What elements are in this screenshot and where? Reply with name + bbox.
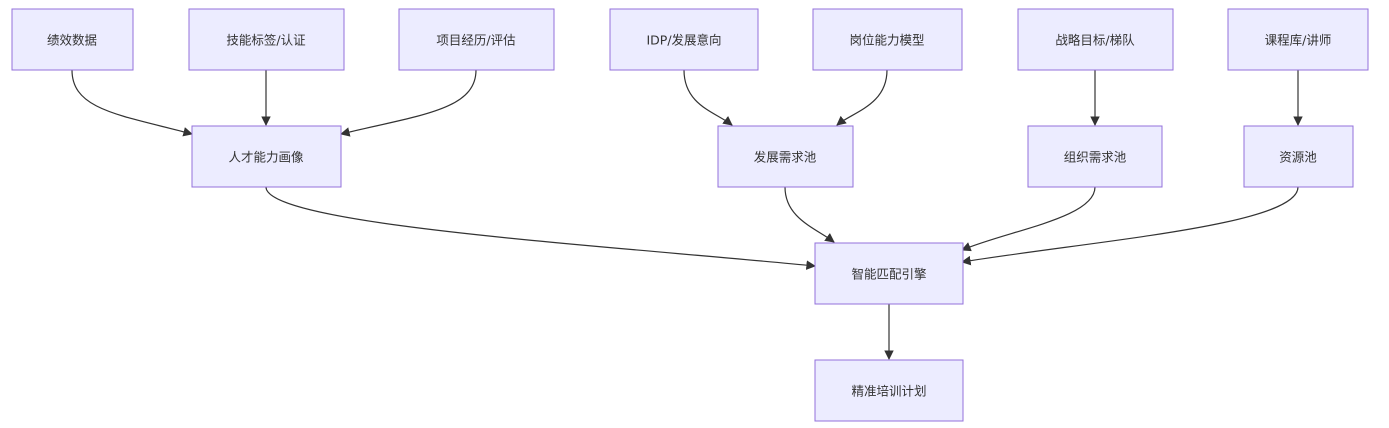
node-matching-engine-label: 智能匹配引擎 [851,267,926,282]
node-resource-pool[interactable]: 资源池 [1243,125,1354,188]
node-matching-engine[interactable]: 智能匹配引擎 [814,242,964,305]
node-strategy[interactable]: 战略目标/梯队 [1017,8,1174,71]
edge-dev-pool-to-engine [784,186,835,243]
node-idp[interactable]: IDP/发展意向 [609,8,759,71]
node-talent-portrait-label: 人才能力画像 [228,150,304,165]
node-performance-label: 绩效数据 [47,33,97,48]
edge-talent-portrait-to-engine [265,186,816,270]
node-courses[interactable]: 课程库/讲师 [1227,8,1369,71]
node-projects-label: 项目经历/评估 [436,33,515,48]
node-job-model-label: 岗位能力模型 [849,33,924,48]
node-strategy-label: 战略目标/梯队 [1055,33,1135,48]
node-idp-label: IDP/发展意向 [646,33,721,48]
node-dev-pool[interactable]: 发展需求池 [717,125,854,188]
edge-resource-pool-to-engine [961,186,1299,266]
node-training-plan[interactable]: 精准培训计划 [814,359,964,422]
node-dev-pool-label: 发展需求池 [754,150,817,165]
node-org-pool-label: 组织需求池 [1064,150,1127,165]
node-job-model[interactable]: 岗位能力模型 [812,8,963,71]
node-projects[interactable]: 项目经历/评估 [398,8,555,71]
node-skills-label: 技能标签/认证 [226,33,306,48]
node-courses-label: 课程库/讲师 [1265,33,1332,48]
node-resource-pool-label: 资源池 [1279,150,1317,165]
node-performance[interactable]: 绩效数据 [11,8,134,71]
edge-performance-to-talent-portrait [71,69,193,137]
edge-org-pool-to-engine [961,186,1096,252]
node-training-plan-label: 精准培训计划 [851,384,926,399]
edges-group [71,69,1303,360]
node-skills[interactable]: 技能标签/认证 [188,8,345,71]
edge-job-model-to-dev-pool [836,69,888,126]
node-org-pool[interactable]: 组织需求池 [1027,125,1163,188]
edge-idp-to-dev-pool [683,69,733,126]
node-talent-portrait[interactable]: 人才能力画像 [191,125,342,188]
edge-projects-to-talent-portrait [340,69,477,137]
